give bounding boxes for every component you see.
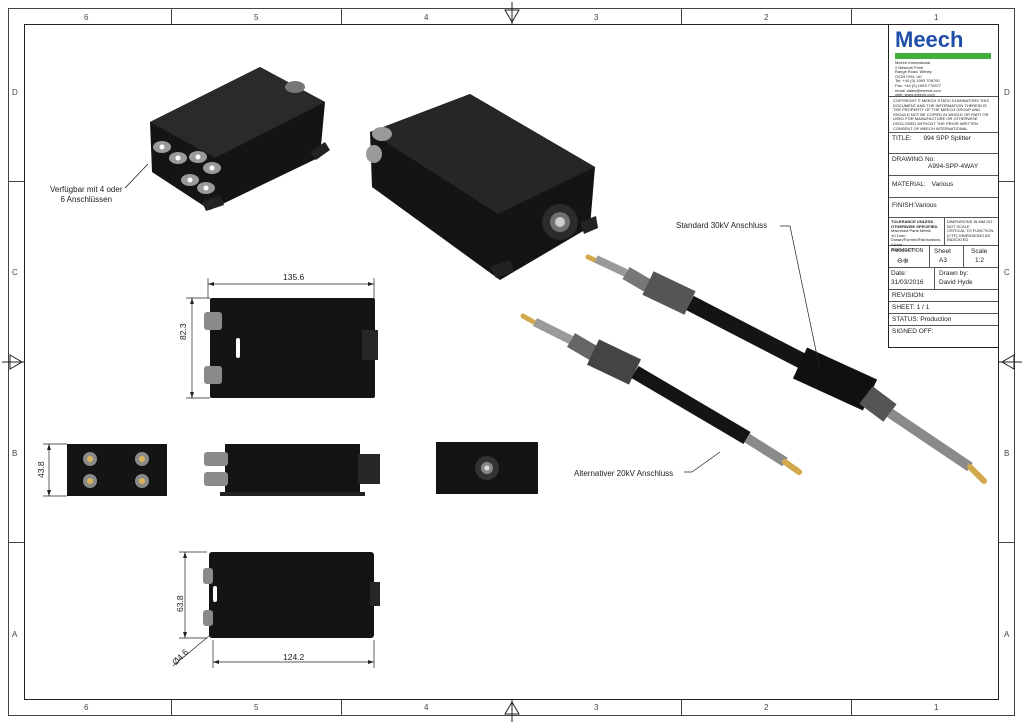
border-tick: [171, 700, 172, 716]
zone-top-5: 5: [254, 13, 259, 22]
border-tick: [171, 8, 172, 24]
annotation-leaders: [684, 225, 821, 473]
zone-bottom-1: 1: [934, 703, 939, 712]
zone-top-2: 2: [764, 13, 769, 22]
signed-off-row: SIGNED OFF:: [892, 328, 934, 335]
dim-top-width: 135.6: [283, 272, 305, 282]
drawing-number-value: A994-SPP-4WAY: [928, 163, 979, 170]
top-view: [186, 278, 378, 399]
logo-cell: Meech Meech International 2 Network Poin…: [889, 25, 998, 97]
zone-top-1: 1: [934, 13, 939, 22]
zone-left-a: A: [12, 630, 18, 639]
projection-row: PROJECTION ⊖⊕ Sheet A3 Scale 1:2: [889, 246, 998, 268]
zone-bottom-5: 5: [254, 703, 259, 712]
standard-cable: [585, 254, 987, 484]
zone-bottom-6: 6: [84, 703, 89, 712]
border-tick: [851, 700, 852, 716]
border-tick: [681, 700, 682, 716]
date-row: Date: 31/03/2016 Drawn by: David Hyde: [889, 268, 998, 290]
border-tick: [999, 181, 1015, 182]
border-tick: [999, 542, 1015, 543]
dim-bottom-width: 124.2: [283, 652, 305, 662]
annotation-alternative: Alternativer 20kV Anschluss: [574, 469, 674, 478]
dim-top-height: 82.3: [178, 323, 188, 340]
zone-bottom-2: 2: [764, 703, 769, 712]
tolerance-cell: TOLERANCE UNLESS OTHERWISE SPECIFIED Mac…: [889, 218, 998, 251]
zone-left-c: C: [12, 268, 18, 277]
zone-top-6: 6: [84, 13, 89, 22]
leader-variants: [124, 163, 149, 189]
logo-green-bar: [895, 53, 991, 59]
drawing-number-cell: DRAWING No: A994-SPP-4WAY: [889, 154, 998, 176]
zone-top-4: 4: [424, 13, 429, 22]
annotation-variants: Verfügbar mit 4 oder 6 Anschlüssen: [50, 185, 123, 204]
border-tick: [8, 542, 24, 543]
iso-view-small: [150, 67, 330, 211]
zone-left-d: D: [12, 88, 18, 97]
dim-bottom-height: 63.8: [175, 595, 185, 612]
copyright-cell: COPYRIGHT © MEECH STATIC ELIMINATORS THI…: [889, 97, 998, 133]
meech-logo: Meech: [895, 27, 964, 52]
company-address: Meech International 2 Network Point Rang…: [895, 60, 942, 98]
title-block: Meech Meech International 2 Network Poin…: [888, 24, 999, 348]
title-value: 994 SPP Splitter: [923, 135, 971, 142]
border-tick: [681, 8, 682, 24]
border-tick: [851, 8, 852, 24]
finish-cell: FINISH:Various: [889, 198, 998, 218]
status-row: STATUS: Production: [889, 314, 998, 326]
alternative-cable: [520, 313, 802, 475]
border-tick: [341, 700, 342, 716]
sheet-count-row: SHEET: 1 / 1: [889, 302, 998, 314]
iso-view-large: [366, 94, 598, 280]
zone-right-a: A: [1004, 630, 1010, 639]
bottom-view: [172, 551, 380, 668]
revision-row: REVISION:: [889, 290, 998, 302]
end-view-right: [436, 442, 538, 494]
zone-left-b: B: [12, 449, 18, 458]
dim-end-height: 43.8: [36, 461, 46, 478]
side-view: [204, 444, 380, 496]
title-cell: TITLE: 994 SPP Splitter: [889, 133, 998, 154]
material-cell: MATERIAL: Various: [889, 176, 998, 198]
border-tick: [341, 8, 342, 24]
zone-bottom-3: 3: [594, 703, 599, 712]
zone-bottom-4: 4: [424, 703, 429, 712]
projection-icon: ⊖⊕: [897, 258, 909, 265]
drawing-frame: [24, 24, 999, 700]
annotation-standard: Standard 30kV Anschluss: [676, 221, 768, 230]
zone-right-b: B: [1004, 449, 1010, 458]
end-view-left: [43, 443, 167, 497]
zone-right-c: C: [1004, 268, 1010, 277]
zone-right-d: D: [1004, 88, 1010, 97]
zone-top-3: 3: [594, 13, 599, 22]
border-tick: [8, 181, 24, 182]
